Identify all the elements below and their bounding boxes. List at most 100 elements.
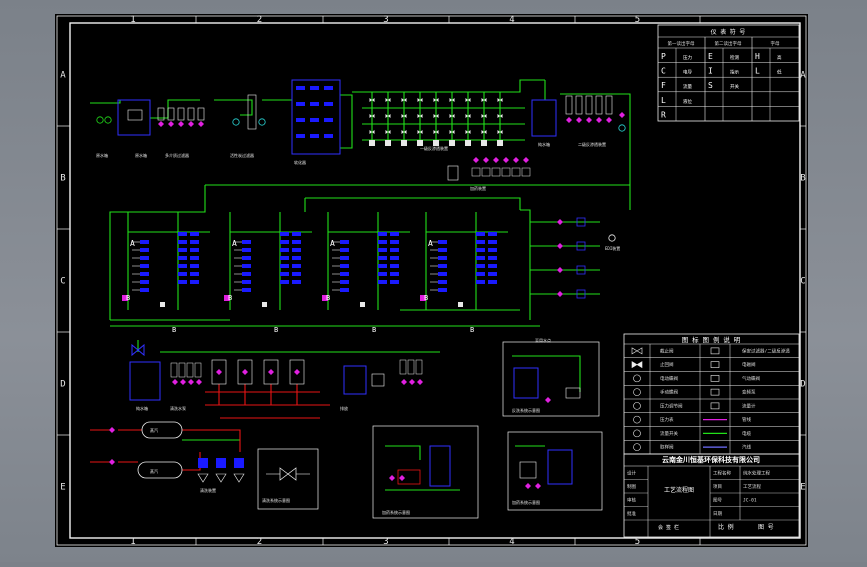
col-mark-top: 4 (509, 15, 514, 25)
legend-item-right: 保安过滤器/二级反渗透 (742, 347, 790, 354)
legend-item-left: 截止阀 (660, 347, 674, 354)
legend-cell: F (661, 81, 666, 90)
legend-cell: 检测 (730, 54, 739, 61)
process-label: 清洗装置 (200, 487, 216, 493)
legend-item-right: 汽线 (742, 444, 751, 451)
legend-item-left: 手动蝶阀 (660, 389, 678, 396)
process-label: 至用水点 (535, 337, 551, 343)
inner-border (69, 22, 801, 539)
row-mark-right: E (800, 483, 805, 493)
title-block: 云南金川恒基环保科技有限公司 工艺流程图 设计工程名称纯水处理工程制图项目工艺流… (623, 453, 800, 538)
process-label: 蒸汽 (150, 468, 158, 474)
train-b-mark: B (372, 326, 376, 334)
legend-cell: C (661, 67, 666, 76)
row-mark-left: E (60, 483, 65, 493)
process-label: 多介质过滤器 (165, 152, 189, 158)
legend-item-right: 气动蝶阀 (742, 375, 760, 382)
legend-cell: 指示 (730, 69, 739, 76)
row-mark-left: D (60, 380, 65, 390)
row-mark-right: D (800, 380, 805, 390)
row-mark-left: B (60, 174, 65, 184)
legend-cell: 液位 (683, 98, 692, 105)
col-mark-bottom: 2 (257, 537, 262, 547)
process-label: 排放 (340, 405, 348, 411)
process-label: 一级反渗透装置 (420, 145, 448, 151)
tb-role: 批准 (627, 510, 636, 517)
train-a-mark: A (232, 239, 237, 248)
white-lines (132, 241, 438, 475)
process-label: 原水箱 (96, 152, 108, 158)
tb-field: 工程名称 (713, 469, 731, 476)
legend-cell: 压力 (683, 54, 692, 61)
col-mark-top: 3 (383, 15, 388, 25)
process-label: 纯水箱 (538, 141, 550, 147)
train-a-mark: A (330, 239, 335, 248)
col-mark-top: 1 (130, 15, 135, 25)
legend-item-left: 流量开关 (660, 430, 678, 437)
scale-label: 比 例 (718, 523, 734, 531)
train-b-mark: B (326, 294, 330, 302)
legend-cell: 电导 (683, 69, 692, 76)
legend-cell: 开关 (730, 83, 739, 90)
process-label: 加药装置 (470, 185, 486, 191)
legend-item-right: 管线 (742, 416, 751, 423)
tb-value: 纯水处理工程 (743, 469, 770, 476)
drawing-sheet (55, 14, 808, 547)
process-label: 清洗水泵 (170, 405, 186, 411)
train-a-mark: A (130, 239, 135, 248)
red-pipes (90, 384, 330, 471)
col-mark-top: 5 (635, 15, 640, 25)
process-label: 反洗系统示意图 (512, 407, 540, 413)
outer-border (56, 15, 807, 546)
process-label: 活性炭过滤器 (230, 152, 254, 158)
tb-value: JC-01 (743, 497, 757, 503)
symbol-legend-title: 图 标 图 例 说 明 (682, 335, 741, 344)
drawing-title: 工艺流程图 (664, 486, 694, 494)
legend-cell: L (755, 67, 760, 76)
legend-item-left: 取样阀 (660, 444, 674, 451)
process-labels: 原水箱原水箱多介质过滤器活性炭过滤器软化器一级反渗透装置纯水箱二级反渗透装置加药… (96, 141, 620, 515)
row-mark-left: C (60, 277, 65, 287)
legend-item-left: 压力表 (660, 416, 674, 423)
col-mark-bottom: 3 (383, 537, 388, 547)
legend-header-cell: 第一读出字母 (668, 40, 695, 47)
train-b-mark: B (424, 294, 428, 302)
legend-header-cell: 第二读出字母 (715, 40, 742, 47)
legend-item-left: 电动蝶阀 (660, 375, 678, 382)
col-mark-bottom: 5 (635, 537, 640, 547)
train-b-mark: B (274, 326, 278, 334)
legend-item-right: 流量计 (742, 402, 756, 409)
sign-label: 会 签 栏 (658, 524, 679, 531)
tb-field: 项目 (713, 484, 722, 490)
legend-item-right: 电缆 (742, 430, 751, 437)
tb-field: 日期 (713, 511, 722, 517)
sheet-label: 图 号 (758, 524, 774, 531)
equipment-symbols (96, 79, 626, 489)
legend-cell: P (661, 52, 666, 61)
process-label: 蒸汽 (150, 427, 158, 433)
instrument-legend-title: 仪 表 符 号 (711, 28, 746, 36)
train-a-mark: A (428, 239, 433, 248)
row-mark-right: A (800, 71, 806, 81)
legend-item-left: 压力调节阀 (660, 402, 683, 409)
legend-cell: E (708, 52, 713, 61)
col-mark-bottom: 1 (130, 537, 135, 547)
legend-item-right: 电磁阀 (742, 361, 756, 368)
legend-cell: H (755, 52, 760, 61)
legend-item-right: 变频泵 (742, 389, 756, 396)
legend-header-cell: 字母 (771, 40, 780, 47)
legend-cell: 低 (777, 69, 782, 76)
row-mark-right: B (800, 174, 805, 184)
tb-value: 工艺流程 (743, 483, 761, 490)
row-mark-left: A (60, 71, 66, 81)
process-label: 加药系统示意图 (512, 499, 540, 505)
tb-role: 制图 (627, 483, 636, 490)
train-b-mark: B (126, 294, 130, 302)
train-b-mark: B (228, 294, 232, 302)
symbol-legend: 图 标 图 例 说 明 截止阀保安过滤器/二级反渗透止回阀电磁阀电动蝶阀气动蝶阀… (623, 333, 800, 455)
train-b-mark: B (172, 326, 176, 334)
